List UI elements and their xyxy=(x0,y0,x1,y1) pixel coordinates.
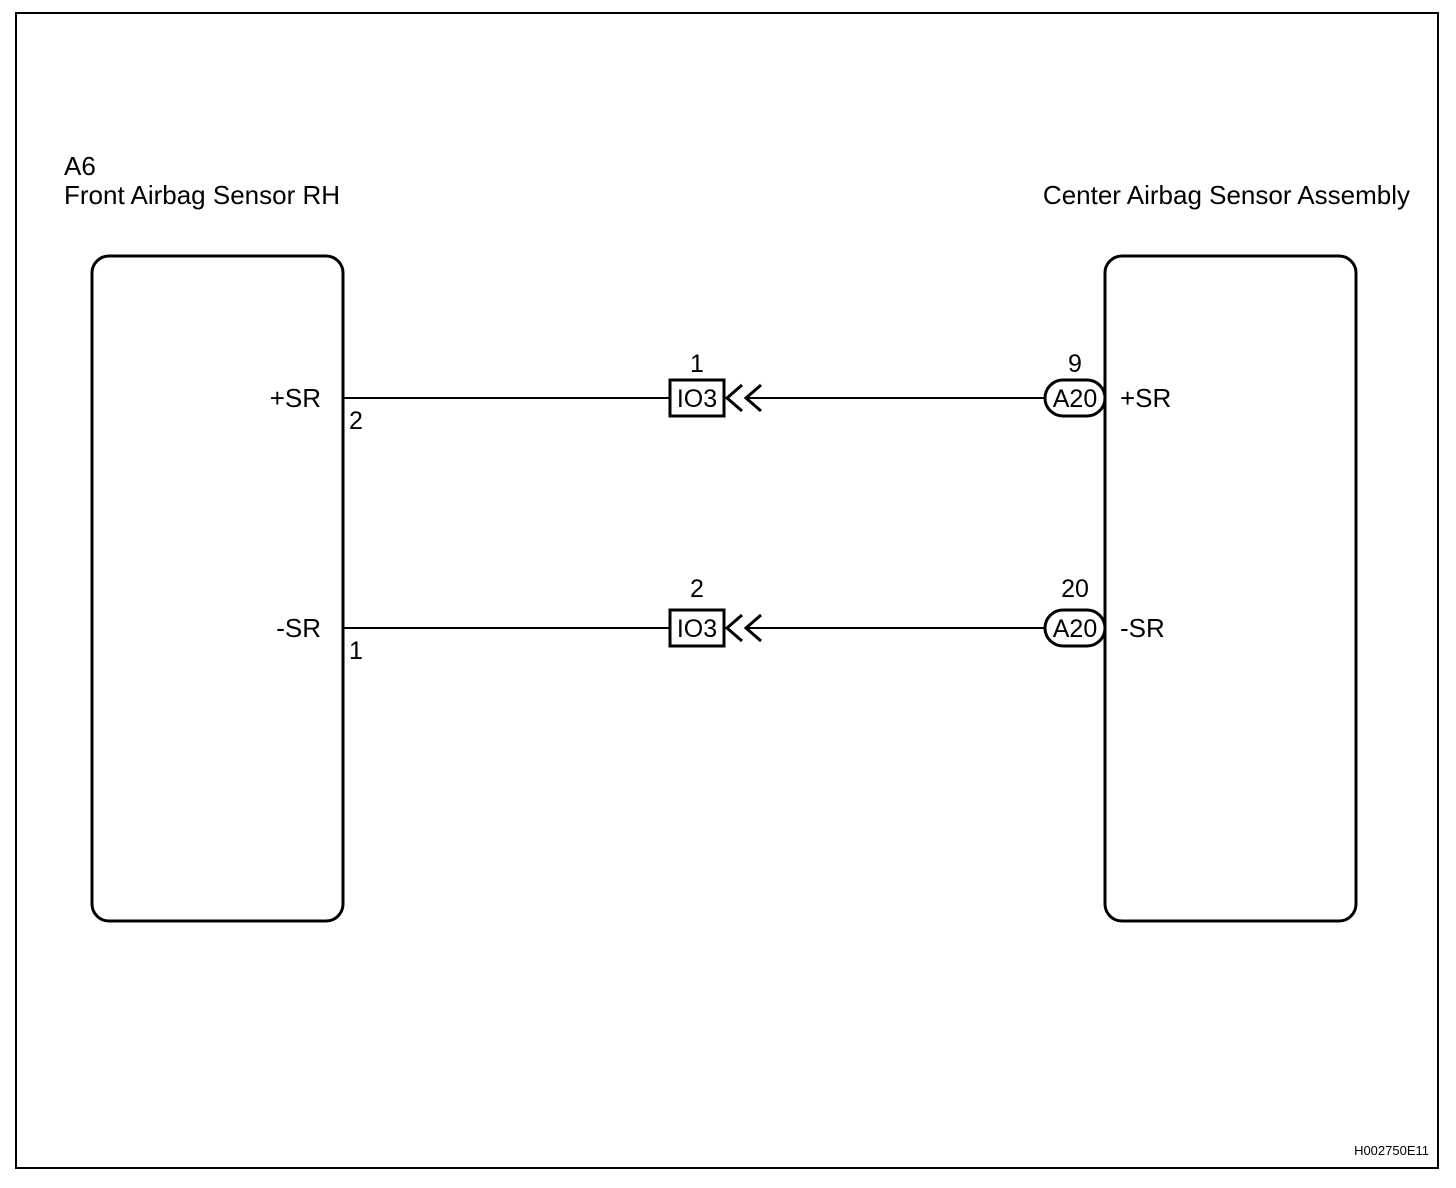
junction-connector-box xyxy=(668,608,726,648)
wire-minus-sr: -SR 1 2 IO3 20 A20 -SR xyxy=(276,575,1165,665)
figure-id: H002750E11 xyxy=(1354,1143,1429,1158)
right-pin-number-minus-sr: 20 xyxy=(1061,575,1089,603)
right-pin-number-plus-sr: 9 xyxy=(1068,350,1082,378)
junction-connector-code: IO3 xyxy=(677,615,717,643)
connector-chevron-icon xyxy=(724,383,743,413)
junction-connector-code: IO3 xyxy=(677,385,717,413)
connector-chevron-icon xyxy=(724,613,743,643)
right-connector-code: A20 xyxy=(1053,385,1097,413)
diagram-frame xyxy=(15,12,1439,1169)
junction-pin-number: 2 xyxy=(690,575,704,603)
right-component-box xyxy=(1103,254,1358,923)
right-pin-label-minus-sr: -SR xyxy=(1120,613,1165,643)
left-component-name: Front Airbag Sensor RH xyxy=(64,180,340,210)
left-pin-number-minus-sr: 1 xyxy=(349,637,363,665)
right-connector-oval xyxy=(1043,378,1107,418)
junction-pin-number: 1 xyxy=(690,350,704,378)
left-component-code: A6 xyxy=(64,151,96,181)
right-connector-code: A20 xyxy=(1053,615,1097,643)
right-component-name: Center Airbag Sensor Assembly xyxy=(1043,180,1410,210)
junction-connector-box xyxy=(668,378,726,418)
left-pin-label-plus-sr: +SR xyxy=(270,383,321,413)
right-connector-oval xyxy=(1043,608,1107,648)
left-component-box xyxy=(90,254,345,923)
wire-plus-sr: +SR 2 1 IO3 9 A20 +SR xyxy=(270,350,1172,435)
right-pin-label-plus-sr: +SR xyxy=(1120,383,1171,413)
left-pin-number-plus-sr: 2 xyxy=(349,407,363,435)
left-pin-label-minus-sr: -SR xyxy=(276,613,321,643)
